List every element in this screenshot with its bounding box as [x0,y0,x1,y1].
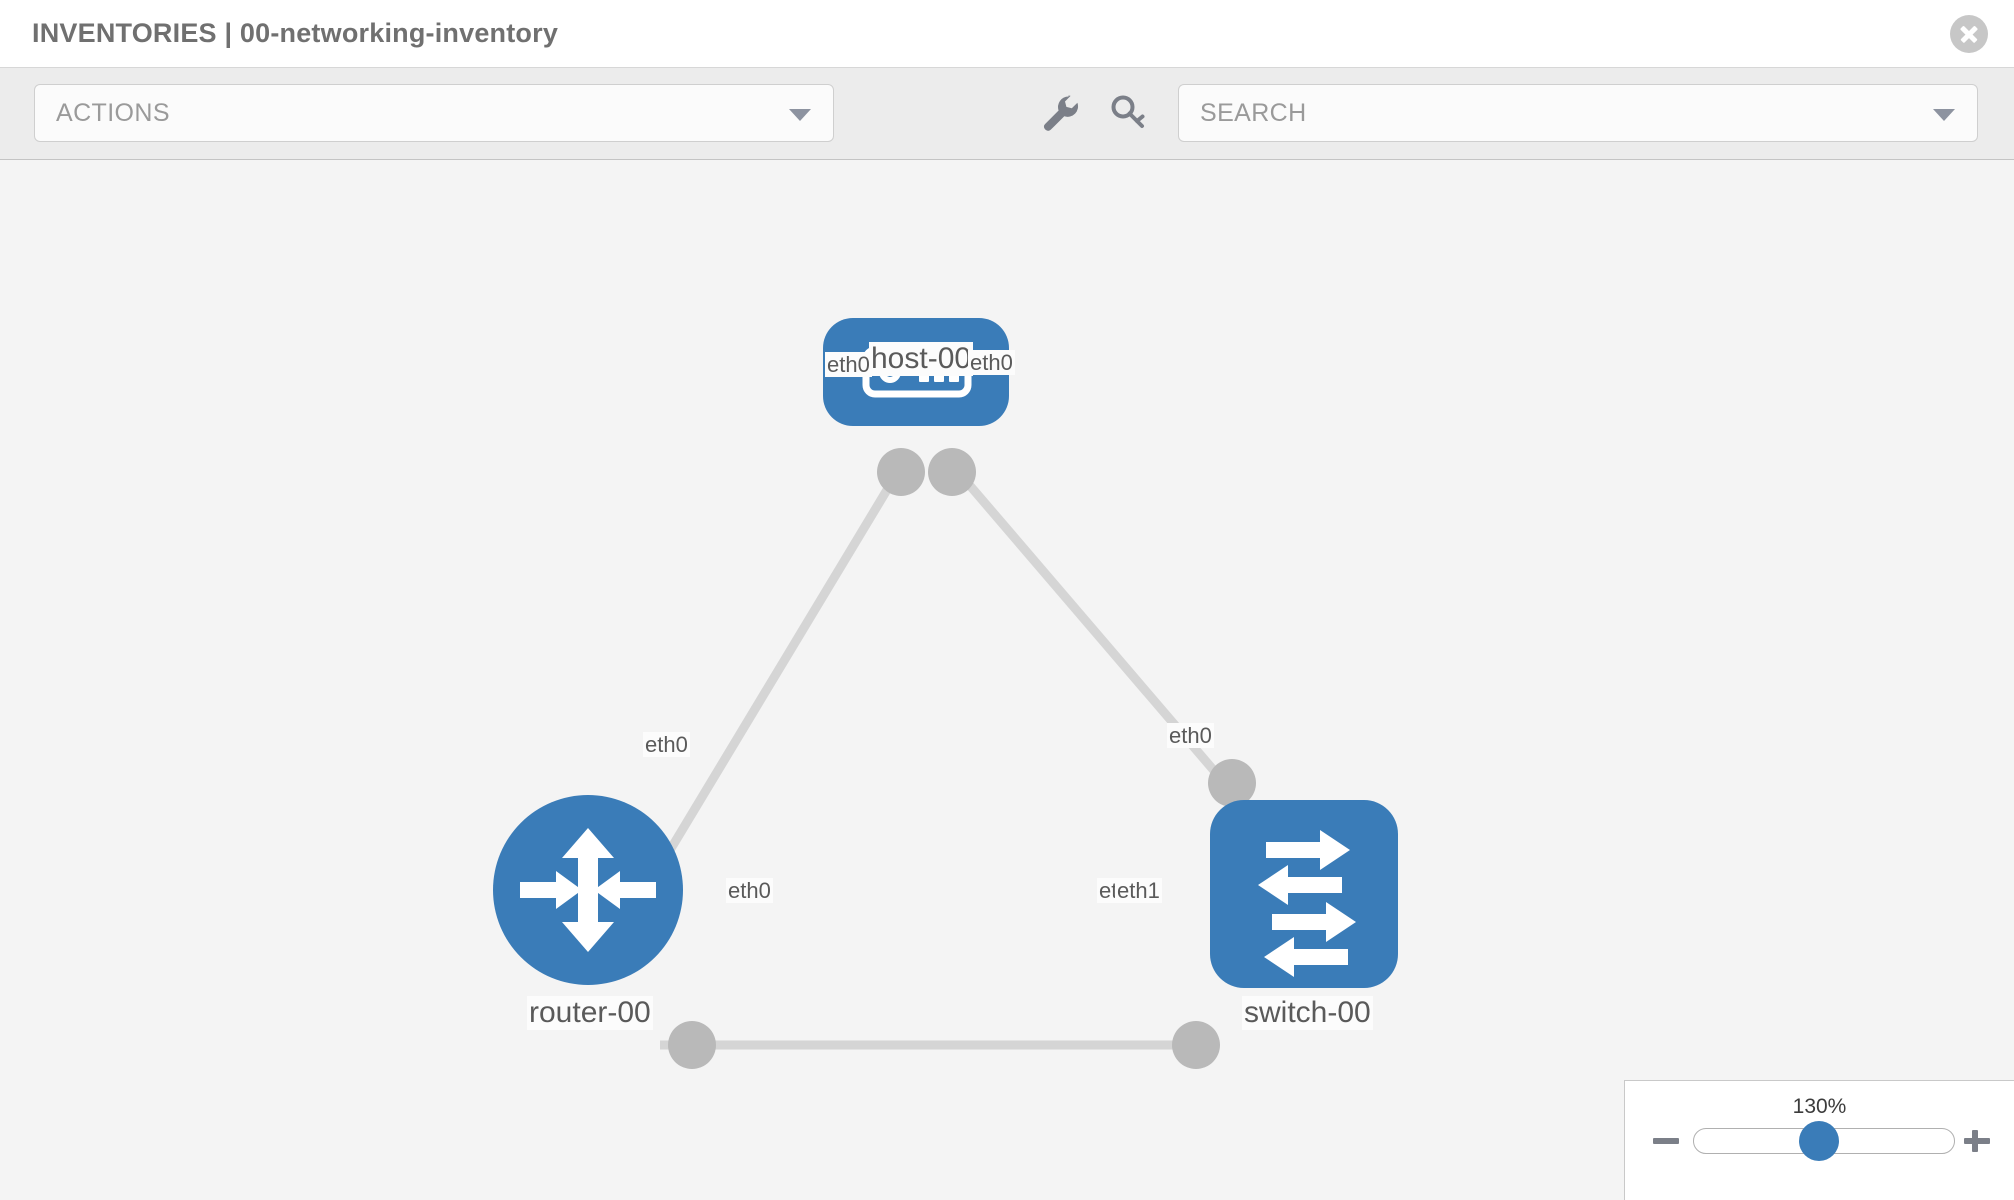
zoom-slider-thumb[interactable] [1799,1121,1839,1161]
iface-label-router00-east: eth0 [726,878,773,904]
title-bar: INVENTORIES | 00-networking-inventory [0,0,2014,68]
search-input[interactable]: SEARCH [1178,84,1978,142]
node-label-host-00: host-00 [869,342,974,376]
zoom-percent-label: 130% [1792,1095,1847,1118]
topology-endpoints [668,448,1256,1069]
iface-label-host00-right: eth0 [968,350,1015,376]
switch-arrows-icon [1258,830,1356,977]
topology-edges [636,457,1226,1050]
iface-label-switch00-west: eth1 [1115,878,1162,904]
iface-label-router00-north: eth0 [643,732,690,758]
actions-dropdown[interactable]: ACTIONS [34,84,834,142]
key-icon[interactable] [1105,90,1151,136]
close-icon[interactable] [1950,15,1988,53]
node-label-router-00: router-00 [527,996,653,1030]
page-title: INVENTORIES | 00-networking-inventory [32,18,559,48]
endpoint-host00-left [877,448,925,496]
wrench-icon[interactable] [1037,90,1083,136]
zoom-control-panel: 130% [1624,1080,2014,1200]
iface-label-switch00-north: eth0 [1167,723,1214,749]
search-placeholder: SEARCH [1200,99,1307,127]
toolbar: ACTIONS SEARCH [0,68,2014,160]
endpoint-switch00-nw [1208,759,1256,807]
minus-icon[interactable] [1651,1126,1681,1156]
node-label-switch-00: switch-00 [1242,996,1373,1030]
node-router-00 [493,795,683,985]
topology-canvas[interactable]: eth0 host-00 eth0 eth0 eth0 eth0 eth0 et… [0,160,2014,1200]
endpoint-switch00-west [1172,1021,1220,1069]
chevron-down-icon[interactable] [1933,109,1955,121]
endpoint-router00-east [668,1021,716,1069]
endpoint-host00-right [928,448,976,496]
topology-graph [493,318,1398,1069]
iface-label-host00-left: eth0 [825,352,872,378]
chevron-down-icon [789,109,811,121]
node-switch-00 [1210,800,1398,988]
edge-host00-router00 [636,457,909,903]
router-arrows-icon [520,828,656,952]
actions-dropdown-label: ACTIONS [56,99,170,127]
plus-icon[interactable] [1962,1126,1992,1156]
